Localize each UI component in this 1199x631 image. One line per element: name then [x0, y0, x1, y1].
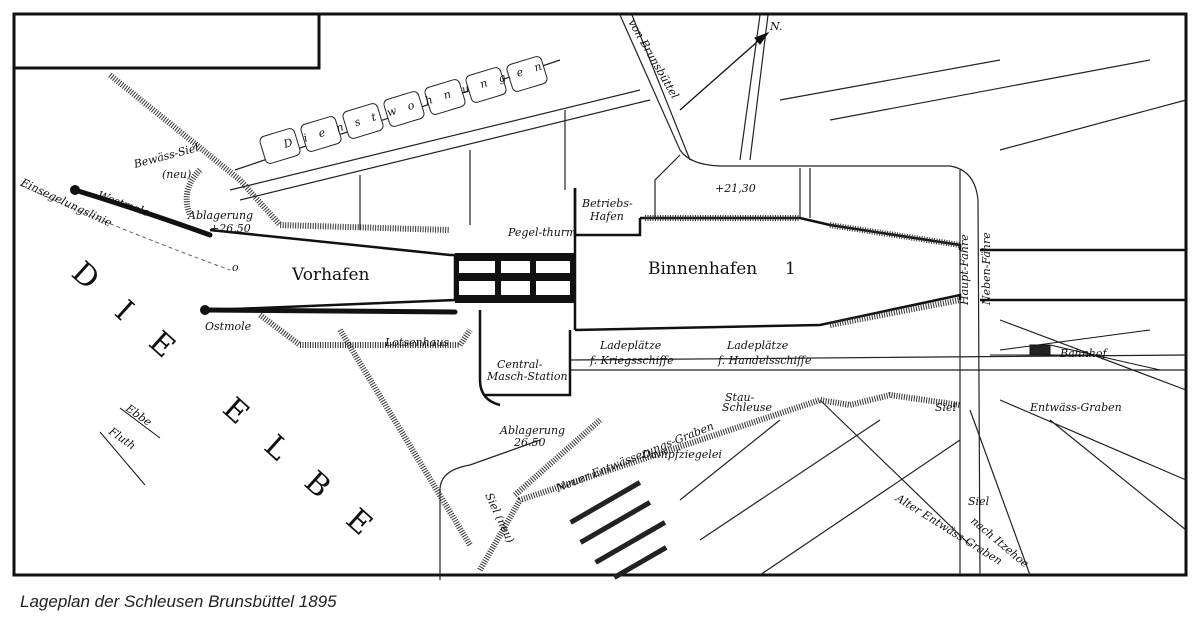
brickworks-label: Dampfziegelei	[641, 448, 722, 461]
weir-lock-label-2: Schleuse	[722, 401, 773, 414]
weir-lock-label-1: Stau-	[725, 391, 755, 404]
irrigation-sluice-new-label: (neu)	[162, 168, 191, 181]
sluice-east-label: Siel	[935, 401, 957, 414]
west-mole	[72, 187, 213, 238]
deposit-north-height: +26,50	[210, 222, 251, 235]
marker-1-label: 1	[785, 259, 796, 279]
drain-ditch-label: Entwäss-Graben	[1029, 401, 1122, 414]
station-label: Bahnhof	[1059, 347, 1109, 360]
east-mole-label: Ostmole	[205, 320, 252, 333]
deposit-north-label: Ablagerung	[187, 209, 253, 222]
gauge-tower-label: Pegel-thurm	[507, 226, 576, 239]
trade-berths-label-2: f. Handelsschiffe	[717, 354, 812, 367]
inner-harbour-label: Binnenhafen	[648, 259, 757, 279]
side-ferry-label: Neben-Fähre	[980, 232, 993, 306]
power-station-label-2: Masch-Station	[486, 370, 568, 383]
dikes	[108, 72, 961, 572]
navy-berths-label-1: Ladeplätze	[599, 339, 662, 352]
deposit-south-height: 26.50	[513, 436, 546, 449]
entry-line	[19, 184, 231, 271]
sluice-south-label: Siel	[968, 495, 990, 508]
tide-arrows-icon	[99, 407, 161, 486]
height-label: +21,30	[715, 182, 756, 195]
marker-circles: o	[232, 261, 239, 274]
trade-berths-label-1: Ladeplätze	[726, 339, 789, 352]
station-tracks	[990, 329, 1161, 371]
navy-berths-label-2: f. Kriegsschiffe	[589, 354, 674, 367]
lock-chambers	[455, 253, 575, 303]
moles	[72, 187, 458, 315]
north-label: N.	[769, 20, 782, 33]
service-harbour-label-1: Betriebs-	[581, 197, 633, 210]
main-ferry-label: Haupt-Fähre	[958, 234, 971, 306]
brickworks-buildings	[569, 480, 668, 580]
north-arrow-icon	[679, 31, 770, 111]
title-cartouche	[12, 12, 321, 70]
east-mole	[202, 307, 458, 315]
pilot-house-label: Lotsenhaus	[384, 336, 449, 349]
deposit-south-label: Ablagerung	[499, 424, 565, 437]
outer-harbour-label: Vorhafen	[291, 265, 370, 285]
map-frame	[12, 12, 1188, 577]
service-harbour-label-2: Hafen	[589, 210, 624, 223]
power-station-label-1: Central-	[497, 358, 543, 371]
staff-houses	[259, 56, 548, 164]
map-caption: Lageplan der Schleusen Brunsbüttel 1895	[20, 592, 337, 611]
